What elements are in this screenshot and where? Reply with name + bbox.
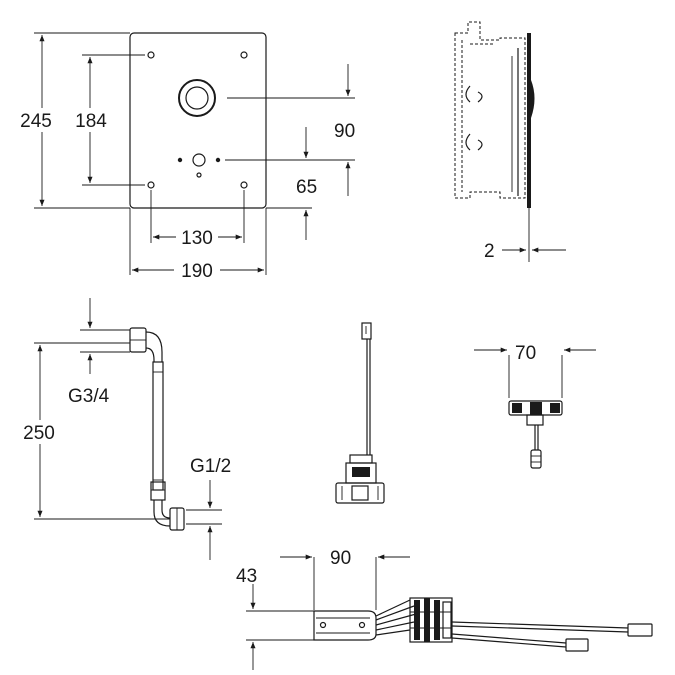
dim-label-90-vertical: 90: [334, 121, 355, 142]
mounting-hole-top-right: [240, 51, 248, 59]
output-cable-upper: [451, 621, 629, 629]
power-unit-housing: [313, 610, 377, 641]
dim-label-130: 130: [181, 228, 213, 249]
dim-label-245: 245: [20, 111, 52, 132]
mounting-hole-bottom-left: [147, 181, 155, 189]
side-view: 2: [454, 21, 566, 262]
dim-label-43: 43: [236, 566, 257, 587]
sensor-ring-outer: [178, 79, 216, 117]
housing-outline: [454, 21, 526, 199]
side-hole-left: [177, 157, 183, 163]
mounting-hole-bottom-right: [240, 181, 248, 189]
side-hole-right: [215, 157, 221, 163]
connector-block: [409, 597, 453, 643]
dim-label-90-horizontal: 90: [330, 548, 351, 569]
t-piece-plug: [530, 449, 542, 469]
drain-hole: [196, 172, 202, 178]
clip-upper: [465, 85, 471, 103]
mounting-plate: [129, 32, 267, 209]
clip-lower: [465, 133, 471, 151]
sensor-ring-inner: [185, 86, 209, 110]
dim-label-190: 190: [181, 261, 213, 282]
front-plate-view: 245 184 90 65 130 190: [18, 32, 355, 282]
valve-t-piece: 70: [474, 343, 596, 469]
hose-tube: [152, 361, 164, 491]
dim-label-184: 184: [75, 111, 107, 132]
cable-plug-lower: [565, 638, 589, 652]
connection-hose: G3/4 250 G1/2: [20, 298, 231, 560]
dim-label-2: 2: [484, 241, 495, 262]
cover-plate-side: [527, 33, 531, 208]
dim-label-g12: G1/2: [190, 456, 231, 477]
dim-label-70: 70: [515, 343, 536, 364]
dim-label-g34: G3/4: [68, 386, 110, 407]
cable-plug-upper: [627, 623, 653, 637]
mounting-hole-top-left: [147, 51, 155, 59]
solenoid-valve-cable: [335, 322, 385, 504]
sensor-bulge: [531, 80, 535, 118]
center-port: [192, 153, 206, 167]
power-unit: 90 43: [236, 548, 653, 670]
dim-label-65: 65: [296, 177, 317, 198]
cable-connector-top: [361, 322, 372, 340]
output-cable-lower: [451, 633, 567, 644]
dim-label-250: 250: [23, 423, 55, 444]
